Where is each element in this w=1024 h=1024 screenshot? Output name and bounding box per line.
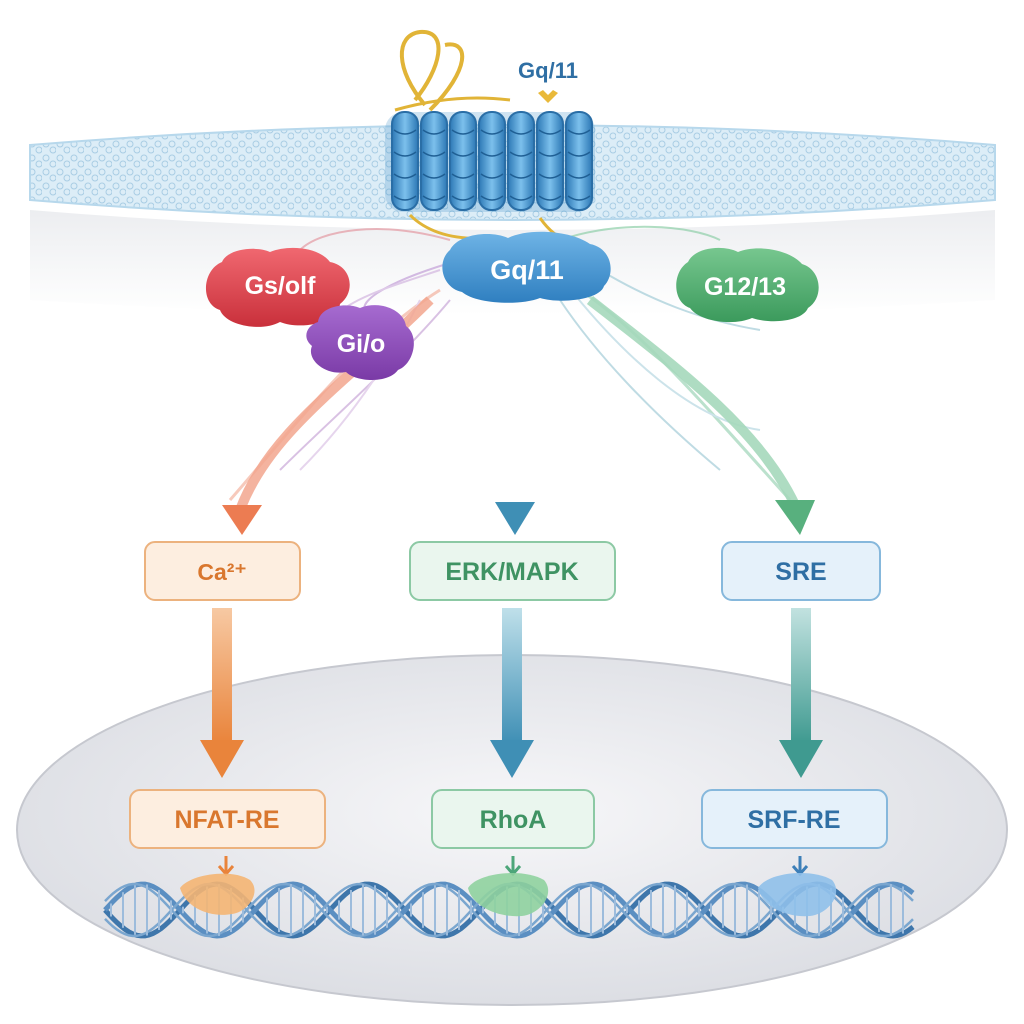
arrow-head-srf [779,740,823,778]
helix-turn [451,151,475,157]
helix-turn [567,195,591,201]
helix-turn [451,173,475,179]
sre-box [721,541,881,601]
helix-turn [480,151,504,157]
helix-turn [422,173,446,179]
helix-turn [422,195,446,201]
dna-strand [104,882,914,938]
helix-turn [393,173,417,179]
arrow-erk-to-rhoa [502,608,522,743]
erk-mapk-box [409,541,616,601]
rhoa-box [431,789,595,849]
receptor-helix [420,111,448,211]
receptor-helix [565,111,593,211]
helix-turn [567,151,591,157]
gq-11-protein [442,231,611,303]
gi-o-label: Gi/o [337,330,386,358]
receptor-helix [536,111,564,211]
g12-13-label: G12/13 [704,273,786,301]
ligand-icon [538,90,558,103]
erk-mapk-label: ERK/MAPK [445,558,578,586]
helix-turn [480,173,504,179]
helix-turn [509,129,533,135]
rhoa-label: RhoA [480,806,547,834]
arrow-head-rhoa [490,740,534,778]
helix-turn [567,173,591,179]
helix-turn [451,195,475,201]
helix-turn [451,129,475,135]
arrow-head-sre [775,500,815,535]
gs-olf-protein [205,247,350,327]
arrow-head-erk [495,502,535,535]
ca-label: Ca²⁺ [197,559,246,585]
arrow-ca-to-nfat [212,608,232,743]
gi-o-protein [306,305,414,380]
helix-turn [509,173,533,179]
helix-turn [567,129,591,135]
receptor-helix [449,111,477,211]
ca-box [144,541,301,601]
helix-turn [509,151,533,157]
srf-factor [758,873,837,917]
helix-turn [393,195,417,201]
helix-turn [393,129,417,135]
helix-turn [509,195,533,201]
helix-turn [538,173,562,179]
helix-turn [538,151,562,157]
helix-turn [393,151,417,157]
helix-turn [480,195,504,201]
rhoa-factor [468,873,549,917]
srf-re-label: SRF-RE [747,806,840,834]
gq-11-label: Gq/11 [490,255,564,285]
helix-turn [422,129,446,135]
arrow-head-ca [222,505,262,535]
receptor-helix [391,111,419,211]
arrow-head-nfat [200,740,244,778]
arrow-sre-to-srf [791,608,811,743]
g12-13-protein [676,247,819,323]
helix-turn [538,195,562,201]
receptor [385,29,595,240]
helix-turn [538,129,562,135]
gs-olf-label: Gs/olf [245,272,317,300]
sre-label: SRE [775,558,826,586]
helix-turn [480,129,504,135]
arrow-to-sre [586,296,800,508]
helix-turn [422,151,446,157]
srf-re-box [701,789,888,849]
receptor-helix [507,111,535,211]
nfat-re-label: NFAT-RE [174,806,279,834]
receptor-label: Gq/11 [518,58,578,83]
nfat-factor [180,873,255,915]
receptor-helix [478,111,506,211]
nfat-re-box [129,789,326,849]
